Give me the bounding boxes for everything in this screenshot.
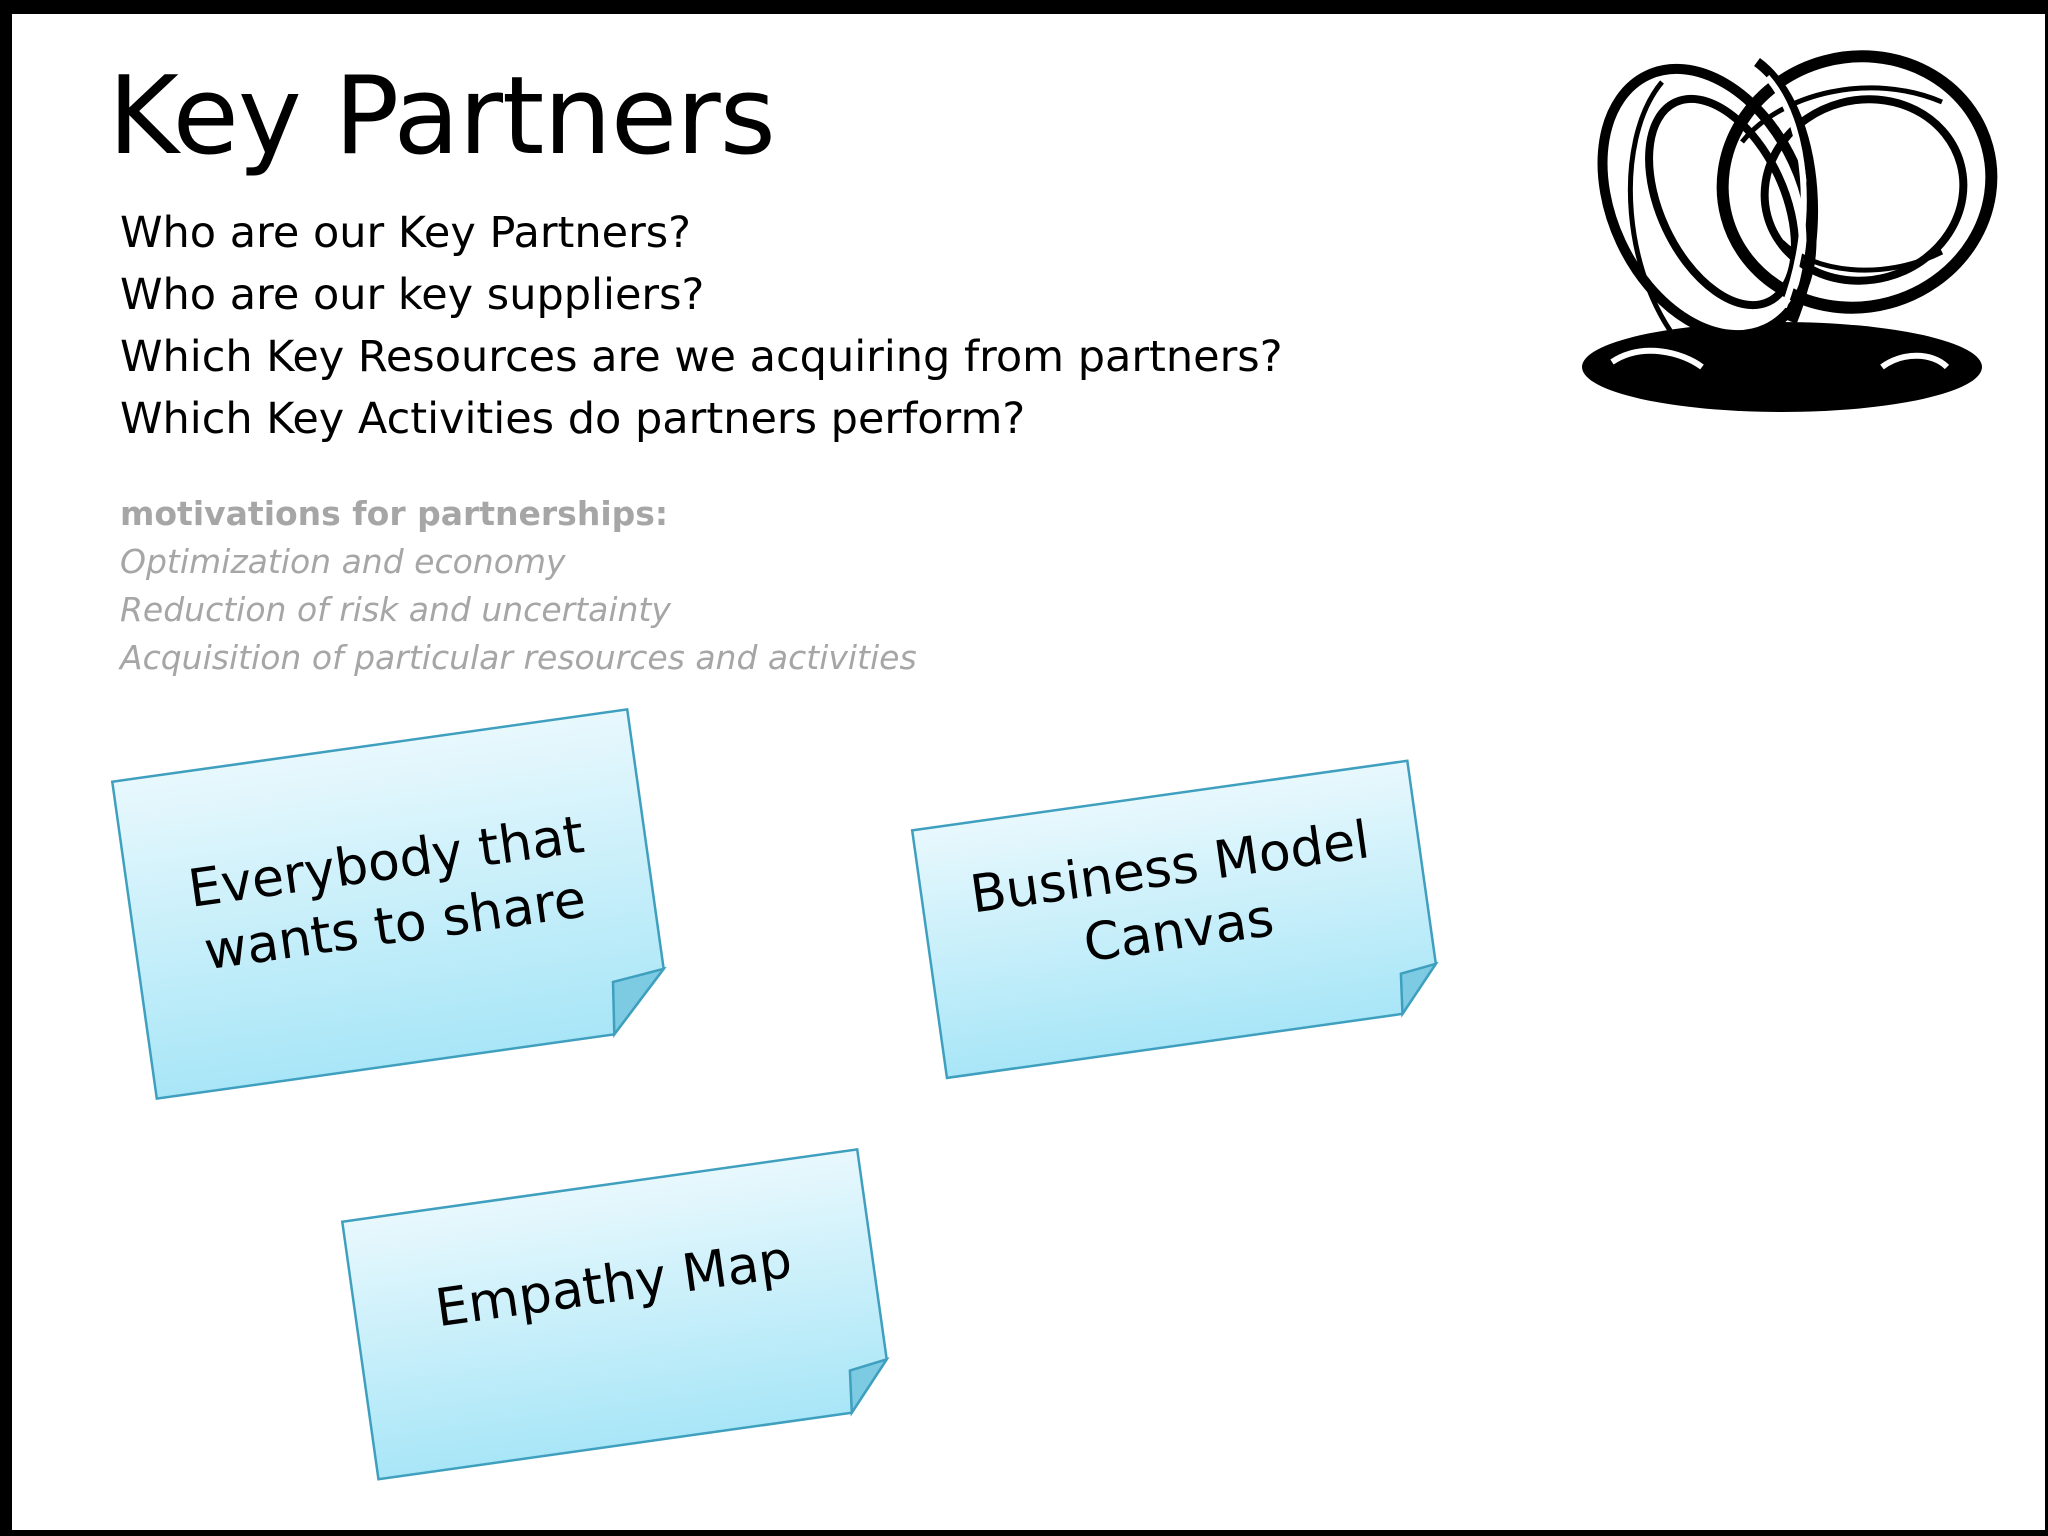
sticky-note-everybody-that-wants-to-share[interactable]: Everybody that wants to share — [110, 707, 671, 1101]
questions-list: Who are our Key Partners? Who are our ke… — [120, 202, 1283, 450]
motivation-item: Optimization and economy — [120, 542, 566, 581]
motivation-item: Acquisition of particular resources and … — [120, 638, 917, 677]
interlocking-rings-icon — [1552, 22, 2045, 426]
question-item: Which Key Activities do partners perform… — [120, 394, 1026, 444]
sticky-note-business-model-canvas[interactable]: Business Model Canvas — [910, 759, 1452, 1147]
sticky-note-line: Empathy Map — [431, 1229, 796, 1340]
slide-title: Key Partners — [108, 54, 776, 179]
question-item: Who are our Key Partners? — [120, 208, 691, 258]
question-item: Which Key Resources are we acquiring fro… — [120, 332, 1283, 382]
motivations-heading: motivations for partnerships: — [120, 494, 669, 533]
sticky-note-empathy-map[interactable]: Empathy Map — [340, 1147, 901, 1530]
motivation-item: Reduction of risk and uncertainty — [120, 590, 671, 629]
motivations-block: motivations for partnerships: Optimizati… — [120, 490, 917, 682]
question-item: Who are our key suppliers? — [120, 270, 705, 320]
